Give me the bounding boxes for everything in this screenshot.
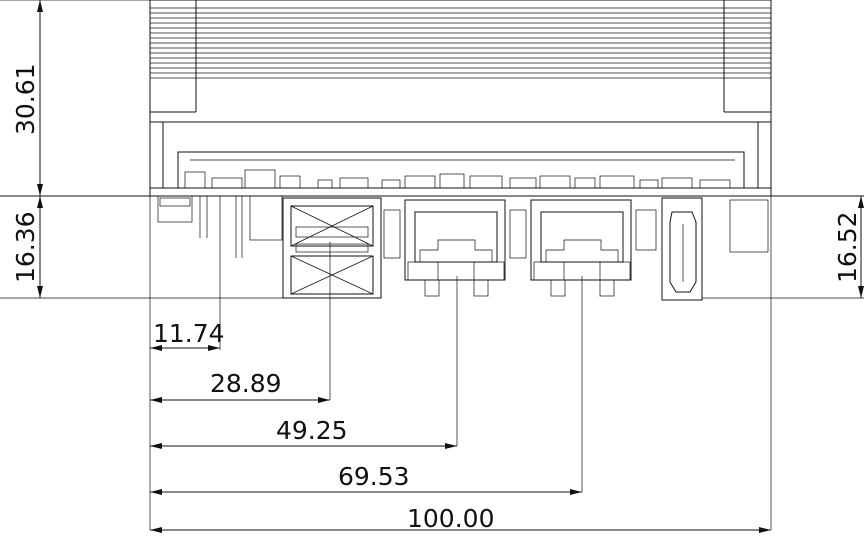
- side-components: [383, 199, 769, 259]
- dim-49-25: 49.25: [276, 416, 348, 445]
- pin-header: [157, 195, 283, 350]
- dim-11-74: 11.74: [153, 319, 225, 348]
- dim-28-89: 28.89: [210, 369, 282, 398]
- pcb-board: [149, 187, 772, 197]
- dim-16-36: 16.36: [11, 211, 40, 283]
- dim-30-61: 30.61: [11, 63, 40, 135]
- heatsink: [149, 0, 772, 189]
- dim-100-00: 100.00: [407, 504, 494, 533]
- dim-16-52: 16.52: [833, 211, 862, 283]
- hdmi-connector: [661, 197, 703, 301]
- usb-connector-stack: [282, 197, 382, 299]
- ethernet-port-2: [530, 199, 632, 297]
- ethernet-port-1: [404, 199, 506, 297]
- dim-69-53: 69.53: [338, 462, 410, 491]
